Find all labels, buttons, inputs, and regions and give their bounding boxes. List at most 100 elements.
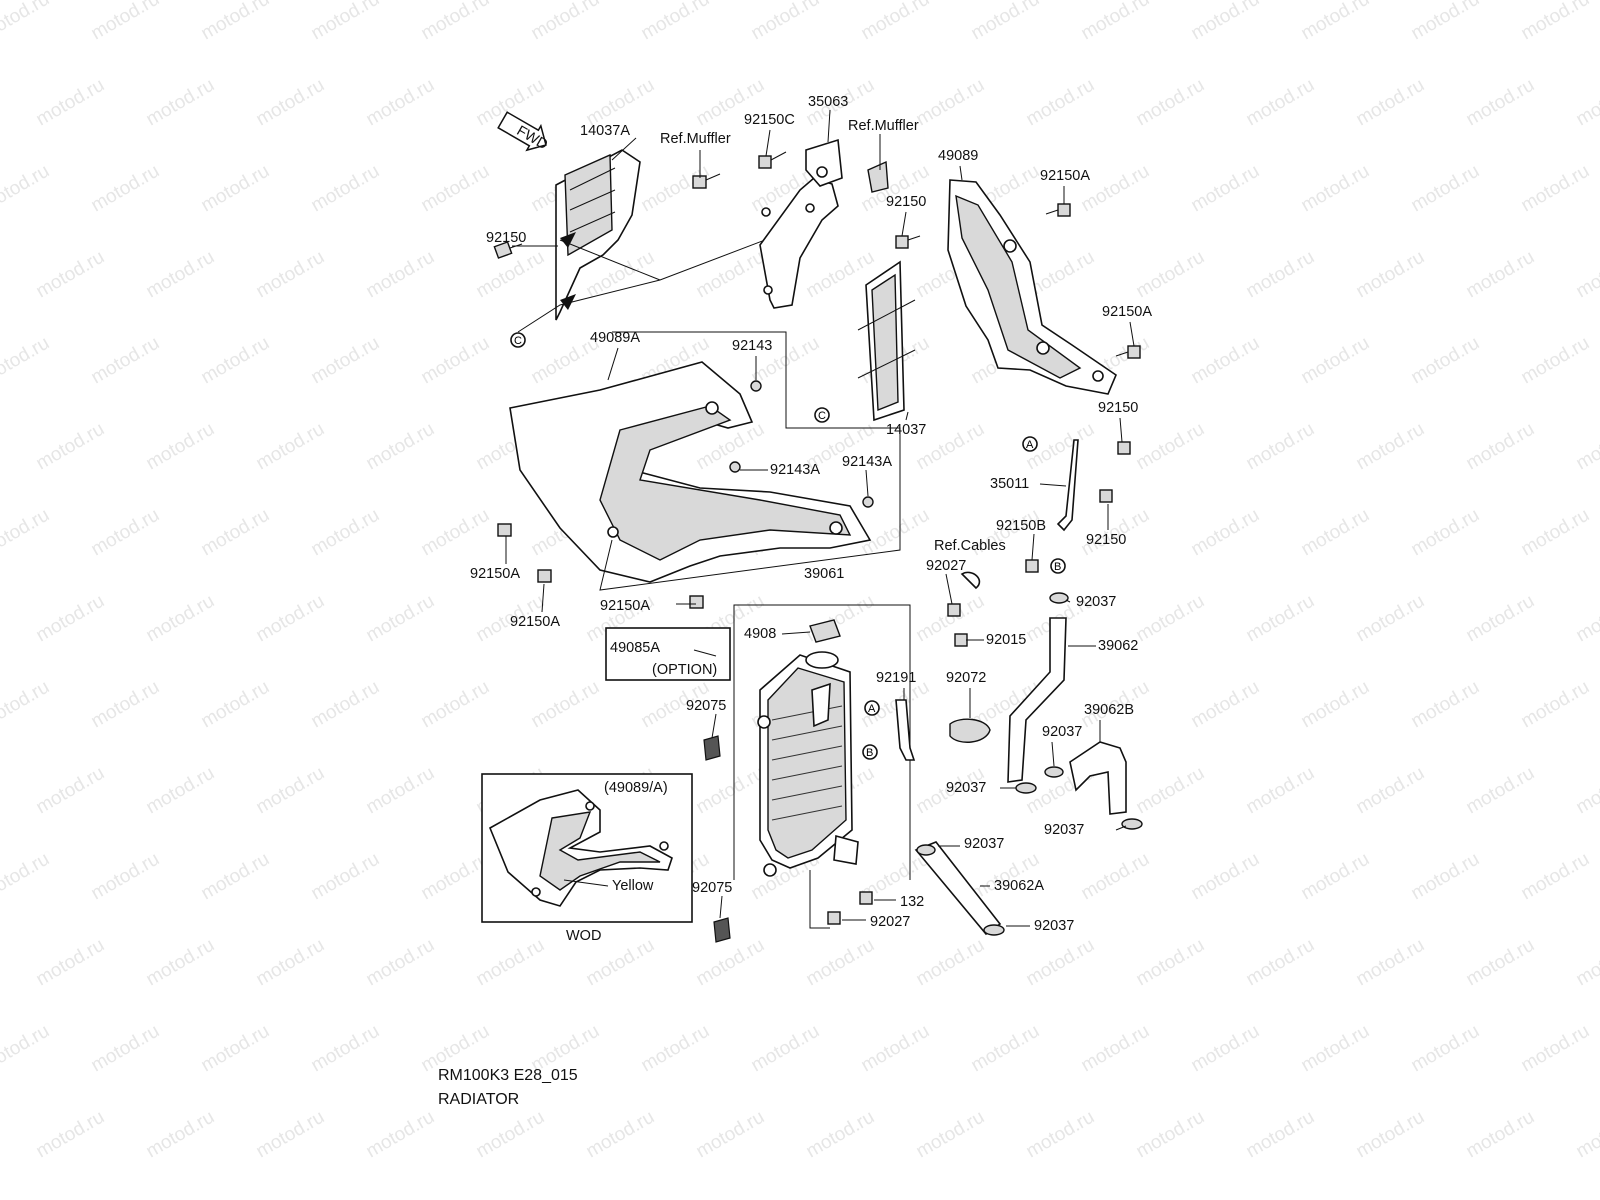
watermark-text: motod.ru [363,419,438,475]
label-92037-e: 92037 [964,836,1004,852]
grommet-92143a-left [729,461,741,473]
clamp-92037-f [983,924,1005,936]
watermark-text: motod.ru [33,75,108,131]
watermark-text: motod.ru [1408,505,1483,561]
watermark-text: motod.ru [308,161,383,217]
clamp-92037-d [1121,818,1143,830]
watermark-text: motod.ru [1573,419,1600,475]
watermark-text: motod.ru [583,75,658,131]
watermark-text: motod.ru [858,505,933,561]
watermark-text: motod.ru [913,591,988,647]
watermark-text: motod.ru [0,849,53,905]
watermark-text: motod.ru [1353,419,1428,475]
label-92143: 92143 [732,338,772,354]
watermark-text: motod.ru [1518,1021,1593,1077]
watermark-text: motod.ru [33,591,108,647]
watermark-text: motod.ru [858,1021,933,1077]
watermark-text: motod.ru [1463,419,1538,475]
watermark-text: motod.ru [1518,0,1593,44]
label-49085a: 49085A [610,640,660,656]
watermark-text: motod.ru [33,763,108,819]
watermark-text: motod.ru [198,849,273,905]
watermark-text: motod.ru [253,591,328,647]
watermark-text: motod.ru [1353,591,1428,647]
watermark-text: motod.ru [1408,849,1483,905]
watermark-text: motod.ru [418,505,493,561]
label-92150-center: 92150 [886,194,926,210]
watermark-text: motod.ru [583,1107,658,1163]
bolt-92150a-shroud [497,523,704,609]
label-39062: 39062 [1098,638,1138,654]
radiator-guard-14037a [555,149,641,321]
watermark-text: motod.ru [1573,75,1600,131]
label-92150-stay-bottom: 92150 [1086,532,1126,548]
watermark-text: motod.ru [253,763,328,819]
watermark-text: motod.ru [198,161,273,217]
watermark-text: motod.ru [1353,247,1428,303]
watermark-text: motod.ru [308,333,383,389]
watermark-text: motod.ru [143,935,218,991]
watermark-text: motod.ru [418,0,493,44]
label-14037a: 14037A [580,123,630,139]
watermark-text: motod.ru [1188,849,1263,905]
bolt-92150-center [895,235,921,249]
label-92150a-shroud-3: 92150A [600,598,650,614]
clamp-92037-b [1044,766,1064,778]
label-92072: 92072 [946,670,986,686]
ref-b-clamp: B [1054,561,1061,573]
label-92150a-right: 92150A [1102,304,1152,320]
clamp-92072 [949,718,991,743]
watermark-text: motod.ru [1243,1107,1318,1163]
watermark-text: motod.ru [1078,849,1153,905]
bolt-92150-left [493,241,523,259]
watermark-text: motod.ru [968,0,1043,44]
wod-shroud [488,789,673,907]
watermark-text: motod.ru [0,505,53,561]
label-92037-b: 92037 [1042,724,1082,740]
watermark-text: motod.ru [1023,1107,1098,1163]
watermark-text: motod.ru [198,0,273,44]
watermark-text: motod.ru [33,1107,108,1163]
watermark-text: motod.ru [1573,763,1600,819]
watermark-text: motod.ru [1023,75,1098,131]
watermark-text: motod.ru [1188,505,1263,561]
watermark-text: motod.ru [528,677,603,733]
watermark-text: motod.ru [1518,849,1593,905]
watermark-text: motod.ru [1463,763,1538,819]
label-92037-c: 92037 [946,780,986,796]
label-wod: WOD [566,928,601,944]
bolt-132 [859,891,873,905]
label-92027-bottom: 92027 [870,914,910,930]
watermark-text: motod.ru [88,505,163,561]
watermark-text: motod.ru [528,0,603,44]
caption-title: RADIATOR [438,1091,519,1108]
watermark-text: motod.ru [693,1107,768,1163]
watermark-text: motod.ru [473,1107,548,1163]
watermark-text: motod.ru [638,0,713,44]
watermark-text: motod.ru [1298,849,1373,905]
watermark-text: motod.ru [1518,505,1593,561]
bolt-92027-top [947,603,961,617]
label-92150a-shroud-2: 92150A [510,614,560,630]
watermark-text: motod.ru [363,247,438,303]
watermark-text: motod.ru [363,591,438,647]
watermark-text: motod.ru [1408,161,1483,217]
watermark-text: motod.ru [308,0,383,44]
watermark-text: motod.ru [913,75,988,131]
watermark-text: motod.ru [0,677,53,733]
watermark-text: motod.ru [1353,935,1428,991]
label-39062a: 39062A [994,878,1044,894]
watermark-text: motod.ru [1298,677,1373,733]
watermark-text: motod.ru [1188,677,1263,733]
radiator-39061 [757,651,859,877]
watermark-layer: motod.ru motod.ru motod.ru motod.ru motod.ru… [0,0,1600,1162]
watermark-text: motod.ru [1298,1021,1373,1077]
label-option: (OPTION) [652,662,717,678]
label-35011: 35011 [990,476,1029,492]
watermark-text: motod.ru [143,1107,218,1163]
watermark-text: motod.ru [473,247,548,303]
watermark-text: motod.ru [1133,763,1208,819]
cable-clip [960,571,981,590]
grommet-92143a-right [862,496,874,508]
